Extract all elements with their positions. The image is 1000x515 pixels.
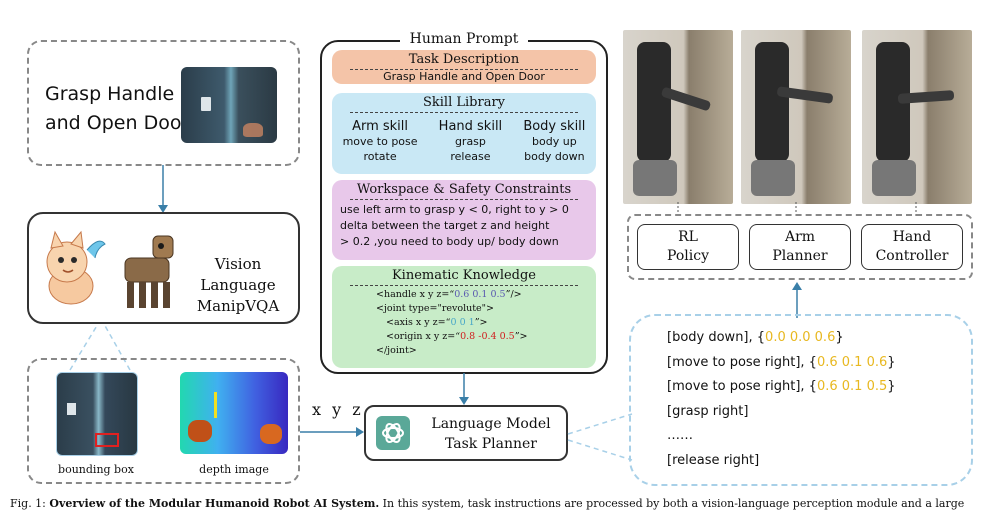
robot-photo-2 <box>741 30 851 204</box>
bounding-box-image <box>56 372 138 456</box>
robot-photo-1 <box>623 30 733 204</box>
joint-close-line: </joint> <box>376 345 417 356</box>
bbox-marker <box>95 433 119 447</box>
workspace-constraints-panel: Workspace & Safety Constraints use left … <box>332 180 596 260</box>
arm-skill-column: Arm skill move to pose rotate <box>342 119 418 163</box>
plan-step: [release right] <box>667 452 760 468</box>
bbox-caption: bounding box <box>58 463 134 476</box>
workspace-lines: use left arm to grasp y < 0, right to y … <box>340 203 569 248</box>
controllers-box: RL Policy Arm Planner Hand Controller <box>627 214 973 280</box>
robot-photo-3 <box>862 30 972 204</box>
depth-image <box>180 372 288 454</box>
skill-columns: Arm skill move to pose rotate Hand skill… <box>332 119 596 164</box>
arrow-prompt-to-planner <box>459 373 469 405</box>
origin-line: <origin x y z=“0.8 -0.4 0.5”> <box>386 331 528 342</box>
hand-skill-column: Hand skill grasp release <box>438 119 503 163</box>
task-description-panel: Task Description Grasp Handle and Open D… <box>332 50 596 84</box>
plan-step: [grasp right] <box>667 403 749 419</box>
cat-mascot-icon <box>46 230 106 305</box>
task-instruction-text: Grasp Handle and Open Door <box>45 83 190 134</box>
axis-line: <axis x y z=“0 0 1”> <box>386 317 488 328</box>
kinematic-xml: <handle x y z=“0.6 0.1 0.5”/> <joint typ… <box>332 288 596 358</box>
door-handle-photo <box>181 67 277 143</box>
task-planner-label: Language Model Task Planner <box>431 416 551 452</box>
joint-open-line: <joint type="revolute"> <box>376 303 495 314</box>
robot-dog-icon <box>124 235 174 308</box>
action-plan-box: [body down], {0.0 0.0 0.6} [move to pose… <box>629 314 973 486</box>
vlm-label: Vision Language ManipVQA <box>196 255 280 315</box>
task-instruction-box: Grasp Handle and Open Door <box>27 40 300 166</box>
hand-controller-box: Hand Controller <box>861 224 963 270</box>
plan-step: …… <box>667 428 693 443</box>
perception-box: bounding box depth image <box>27 358 300 484</box>
xyz-label: x y z <box>312 400 364 419</box>
plan-step: [move to pose right], {0.6 0.1 0.6} <box>667 354 896 370</box>
plan-step: [body down], {0.0 0.0 0.6} <box>667 330 844 345</box>
arrow-plan-to-controllers <box>792 282 802 318</box>
handle-line: <handle x y z=“0.6 0.1 0.5”/> <box>376 289 522 300</box>
vlm-module-box: Vision Language ManipVQA <box>27 212 300 324</box>
arm-planner-box: Arm Planner <box>749 224 851 270</box>
chatgpt-logo-icon <box>376 416 410 450</box>
skill-library-panel: Skill Library Arm skill move to pose rot… <box>332 93 596 174</box>
kinematic-knowledge-panel: Kinematic Knowledge <handle x y z=“0.6 0… <box>332 266 596 368</box>
body-skill-column: Body skill body up body down <box>523 119 586 163</box>
arrow-task-to-vlm <box>158 165 168 213</box>
action-plan-list: [body down], {0.0 0.0 0.6} [move to pose… <box>667 326 896 473</box>
human-prompt-title: Human Prompt <box>400 31 528 47</box>
task-planner-box: Language Model Task Planner <box>364 405 568 461</box>
plan-step: [move to pose right], {0.6 0.1 0.5} <box>667 379 896 394</box>
arrow-perception-to-planner <box>300 427 364 437</box>
figure-caption: Fig. 1: Overview of the Modular Humanoid… <box>10 497 965 510</box>
depth-caption: depth image <box>199 463 269 476</box>
planner-to-plan-connector <box>567 413 633 461</box>
rl-policy-box: RL Policy <box>637 224 739 270</box>
